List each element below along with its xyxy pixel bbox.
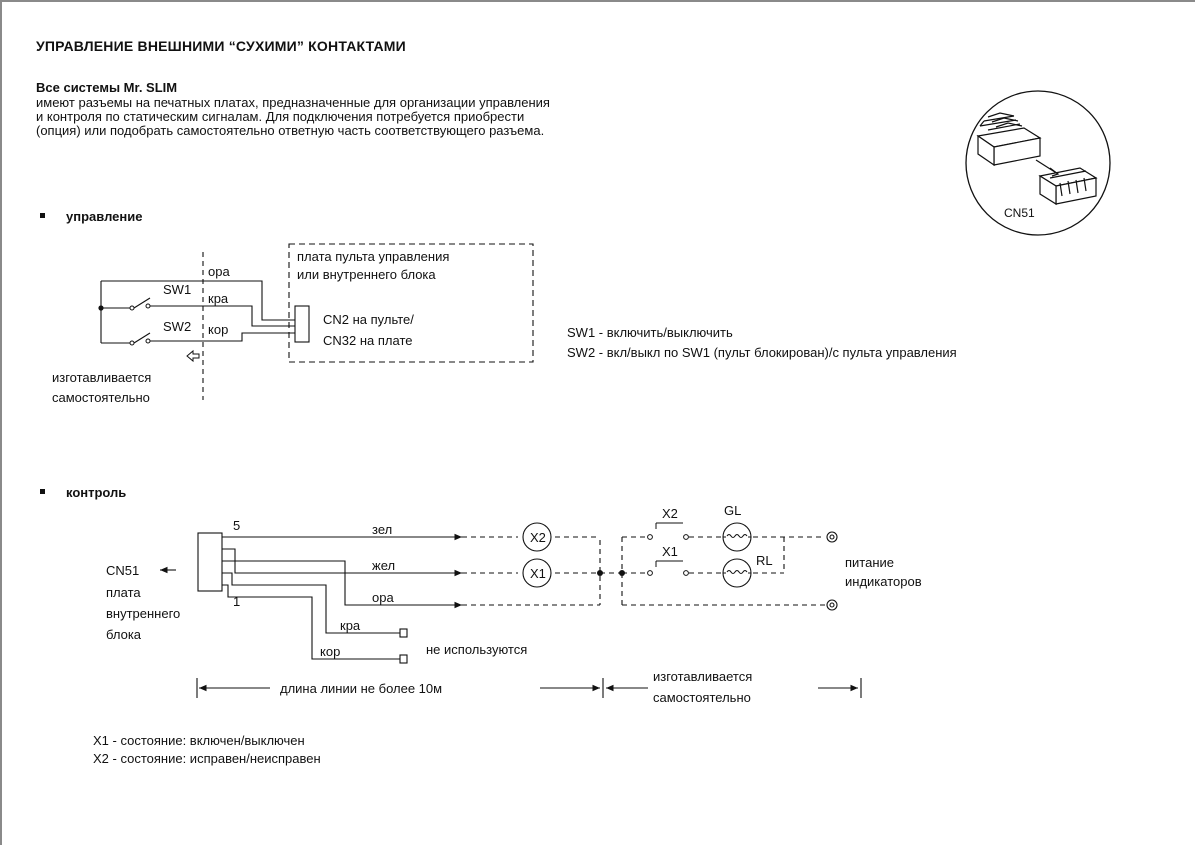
- diy-note-line1: изготавливается: [52, 370, 152, 385]
- cn51-label: CN51: [106, 563, 140, 578]
- contact-x1-label: X1: [662, 544, 678, 559]
- unused-terminal-icon: [399, 628, 408, 638]
- connector-socket-icon: [1035, 159, 1098, 206]
- length-note: длина линии не более 10м: [280, 681, 443, 696]
- board-label-line3: блока: [106, 627, 142, 642]
- unused-terminal-icon: [399, 654, 408, 664]
- wire-label-ora: ора: [208, 264, 230, 279]
- diy-note-line1: изготавливается: [653, 669, 753, 684]
- bullet-icon: [40, 489, 45, 494]
- left-arrow-icon: [186, 349, 200, 363]
- contact-x2-label: X2: [662, 506, 678, 521]
- wire-ora: [222, 560, 462, 609]
- junction-dot: [597, 570, 603, 576]
- sw1-blade: [133, 297, 151, 309]
- section-heading-control: управление: [66, 209, 143, 224]
- wire-ora: [101, 280, 295, 321]
- connector-label-line2: CN32 на плате: [323, 333, 413, 348]
- board-dashed-box: [288, 243, 534, 363]
- lamp-gl-icon: [722, 522, 752, 552]
- wire-label-zhel: жел: [372, 558, 396, 573]
- power-terminal-icon: [826, 531, 838, 543]
- cn51-connector-block: [197, 532, 223, 592]
- wire-label-zel: зел: [372, 522, 393, 537]
- intro-line: (опция) или подобрать самостоятельно отв…: [36, 123, 545, 138]
- monitor-legend-x2: X2 - состояние: исправен/неисправен: [93, 751, 321, 766]
- relay-x1-label: X1: [530, 566, 546, 581]
- wire-kra: [148, 305, 295, 327]
- diy-note-line2: самостоятельно: [52, 390, 150, 405]
- board-label-line2: внутреннего: [106, 606, 181, 621]
- board-label-line2: или внутреннего блока: [297, 267, 436, 282]
- switch-label-sw2: SW2: [163, 319, 192, 334]
- wire-label-kor: кор: [320, 644, 341, 659]
- wire-label-kra: кра: [340, 618, 361, 633]
- wire-label-kor: кор: [208, 322, 229, 337]
- lamp-gl-label: GL: [724, 503, 742, 518]
- wire-kor: [148, 332, 295, 342]
- intro-heading: Все системы Mr. SLIM: [36, 80, 178, 95]
- sw2-blade: [133, 332, 151, 344]
- connector-plug-icon: [976, 112, 1042, 167]
- junction-dot: [98, 305, 104, 311]
- power-label-line2: индикаторов: [845, 574, 922, 589]
- wire-label-kra: кра: [208, 291, 229, 306]
- switch-label-sw1: SW1: [163, 282, 192, 297]
- page-title: УПРАВЛЕНИЕ ВНЕШНИМИ “СУХИМИ” КОНТАКТАМИ: [36, 38, 406, 54]
- section-heading-monitor: контроль: [66, 485, 127, 500]
- relay-x2-label: X2: [530, 530, 546, 545]
- monitor-legend-x1: X1 - состояние: включен/выключен: [93, 733, 305, 748]
- intro-line: и контроля по статическим сигналам. Для …: [36, 109, 525, 124]
- lamp-rl-icon: [722, 558, 752, 588]
- lamp-rl-label: RL: [756, 553, 773, 568]
- control-legend-sw1: SW1 - включить/выключить: [567, 325, 733, 340]
- power-label-line1: питание: [845, 555, 895, 570]
- connector-circle: [965, 90, 1111, 236]
- relay-x2-icon: [522, 522, 552, 552]
- control-legend-sw2: SW2 - вкл/выкл по SW1 (пульт блокирован)…: [567, 345, 957, 360]
- diy-note-line2: самостоятельно: [653, 690, 751, 705]
- intro-text: имеют разъемы на печатных платах, предна…: [36, 96, 836, 138]
- board-label-line1: плата пульта управления: [297, 249, 450, 264]
- connector-label: CN51: [1004, 206, 1035, 220]
- junction-dot: [619, 570, 625, 576]
- wire-kra: [222, 572, 400, 634]
- bullet-icon: [40, 213, 45, 218]
- intro-line: имеют разъемы на печатных платах, предна…: [36, 95, 550, 110]
- wire-label-ora: ора: [372, 590, 394, 605]
- pin-label-bottom: 1: [233, 594, 241, 609]
- cn2-connector-block: [294, 305, 310, 343]
- connector-label-line1: CN2 на пульте/: [323, 312, 414, 327]
- relay-x1-icon: [522, 558, 552, 588]
- unused-note: не используются: [426, 642, 528, 657]
- wire-kor: [222, 584, 400, 660]
- board-label-line1: плата: [106, 585, 141, 600]
- pin-label-top: 5: [233, 518, 241, 533]
- power-terminal-icon: [826, 599, 838, 611]
